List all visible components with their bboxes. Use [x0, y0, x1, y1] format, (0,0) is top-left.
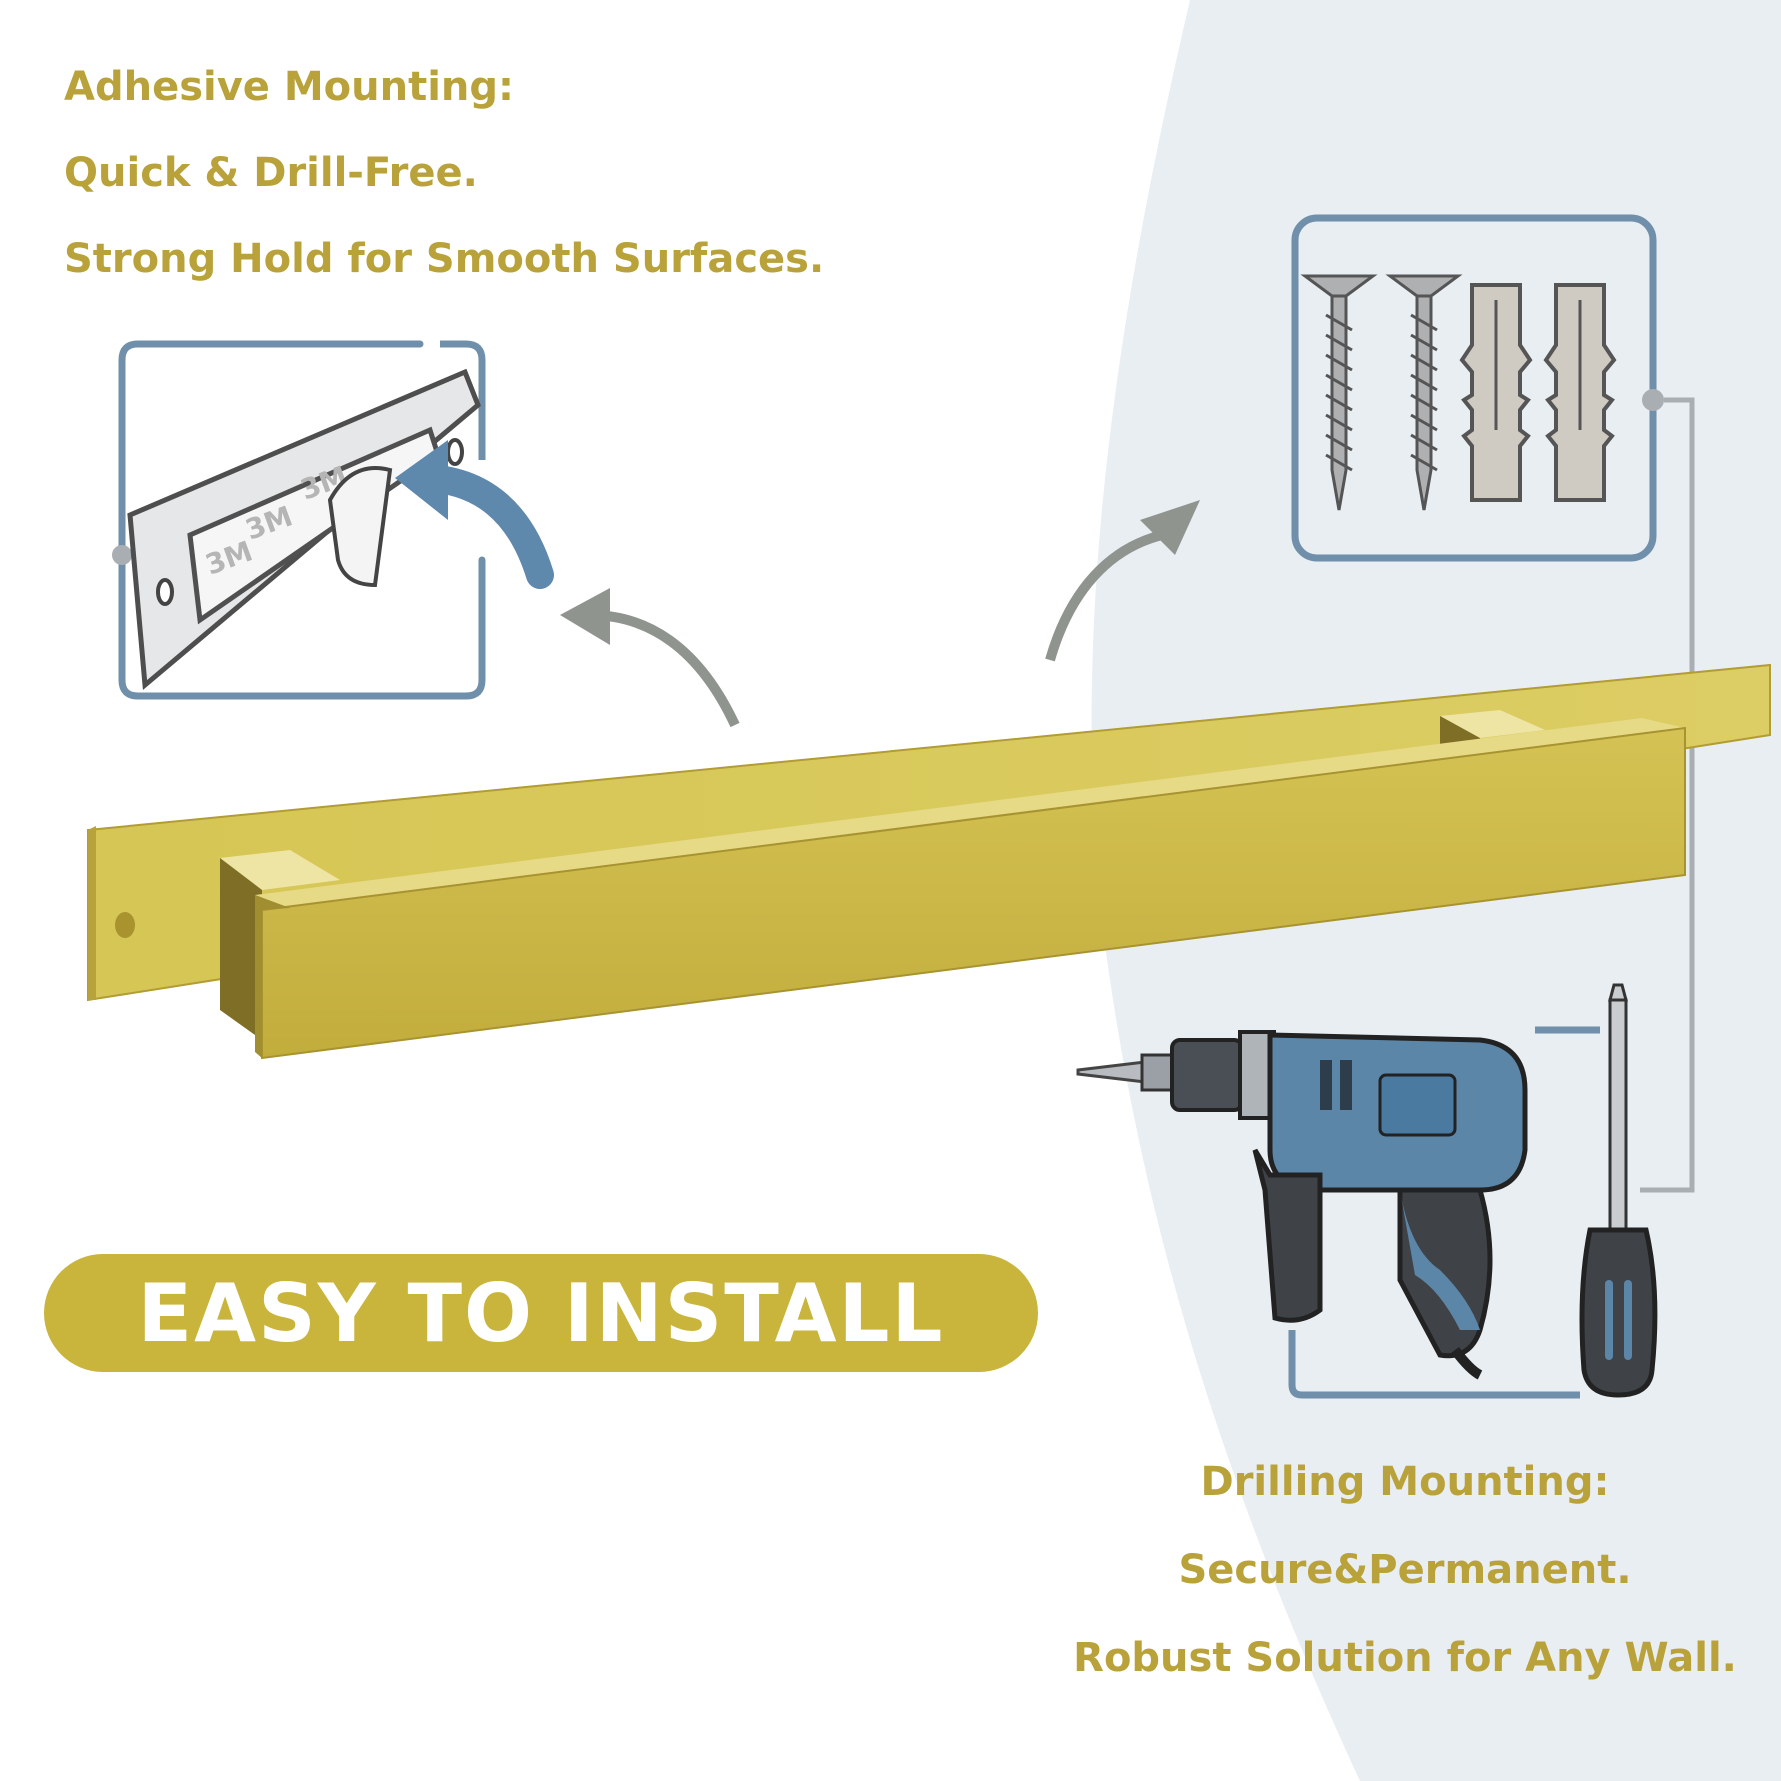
arrow-to-hardware-icon: [1045, 500, 1200, 662]
screws-anchors-icon: [1291, 214, 1695, 1193]
drill-screwdriver-icon: [1076, 983, 1658, 1399]
arrow-to-adhesive-icon: [560, 588, 740, 728]
towel-bar-icon: [87, 663, 1771, 1060]
adhesive-plate-icon: 3M 3M 3M: [112, 340, 554, 700]
adhesive-line-1: Quick & Drill-Free.: [64, 150, 478, 196]
easy-install-banner: EASY TO INSTALL: [44, 1254, 1038, 1372]
drilling-heading: Drilling Mounting:: [1200, 1459, 1610, 1505]
adhesive-heading: Adhesive Mounting:: [64, 64, 515, 110]
drilling-line-2: Robust Solution for Any Wall.: [1073, 1635, 1737, 1681]
drilling-line-1: Secure&Permanent.: [1178, 1547, 1632, 1593]
adhesive-caption: Adhesive Mounting: Quick & Drill-Free. S…: [64, 44, 824, 302]
banner-text: EASY TO INSTALL: [137, 1266, 945, 1360]
drilling-caption: Drilling Mounting: Secure&Permanent. Rob…: [1030, 1438, 1780, 1702]
adhesive-line-2: Strong Hold for Smooth Surfaces.: [64, 236, 825, 282]
